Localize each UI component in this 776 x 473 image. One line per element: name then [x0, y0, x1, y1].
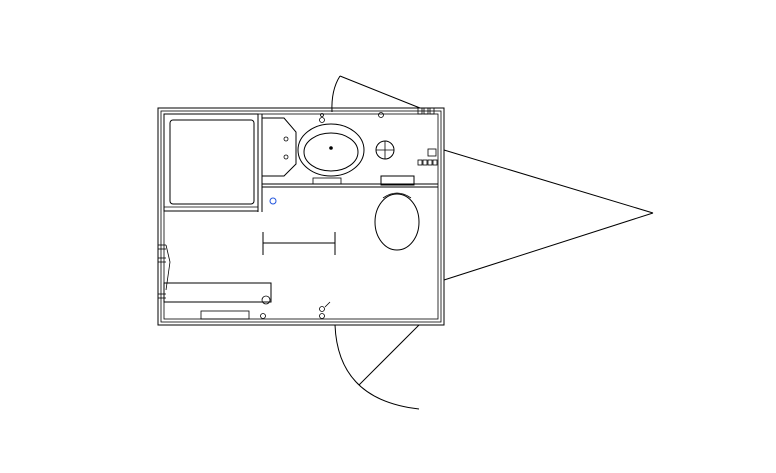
bottom-door: [334, 324, 420, 410]
towel-bar: [262, 232, 336, 255]
outer-walls: [157, 107, 445, 326]
interior-partition: [262, 183, 438, 188]
wall-fittings: [260, 112, 438, 319]
floor-drain: [375, 140, 395, 160]
shower-tray: [163, 113, 263, 212]
right-window: [443, 149, 654, 281]
vanity-basin: [297, 123, 365, 185]
top-right-door: [331, 75, 435, 115]
toilet: [374, 175, 420, 251]
blue-point-marker: [269, 197, 277, 205]
bench: [163, 282, 272, 320]
radiator: [158, 244, 171, 299]
wall-cabinet: [262, 117, 297, 177]
